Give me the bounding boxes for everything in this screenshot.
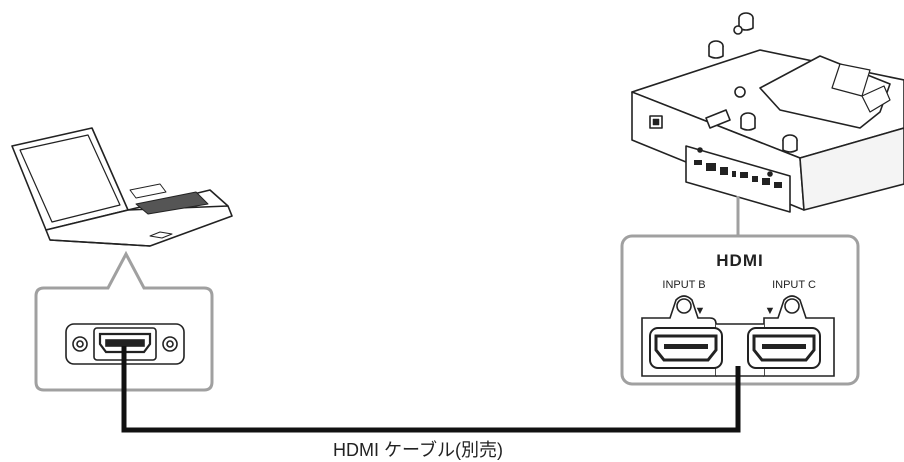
- projector-illustration: [631, 12, 904, 213]
- input-b-screw-hole: [676, 298, 692, 314]
- input-c-screw-hole: [784, 298, 800, 314]
- input-c-hdmi-port: [747, 327, 821, 369]
- laptop-hdmi-port: [65, 323, 185, 365]
- input-b-label: INPUT B: [662, 279, 705, 291]
- laptop-illustration: [11, 127, 233, 247]
- projector-port-callout: HDMI INPUT B INPUT C ▼ ▼: [620, 234, 860, 386]
- input-c-arrow: ▼: [765, 305, 776, 317]
- laptop-port-callout: [34, 250, 214, 392]
- cable-caption: HDMI ケーブル(別売): [333, 439, 503, 460]
- input-c-label: INPUT C: [772, 279, 816, 291]
- hdmi-cable: [121, 346, 741, 433]
- input-b-hdmi-port: [649, 327, 723, 369]
- input-b-arrow: ▼: [695, 305, 706, 317]
- hdmi-logo: HDMI: [716, 251, 763, 270]
